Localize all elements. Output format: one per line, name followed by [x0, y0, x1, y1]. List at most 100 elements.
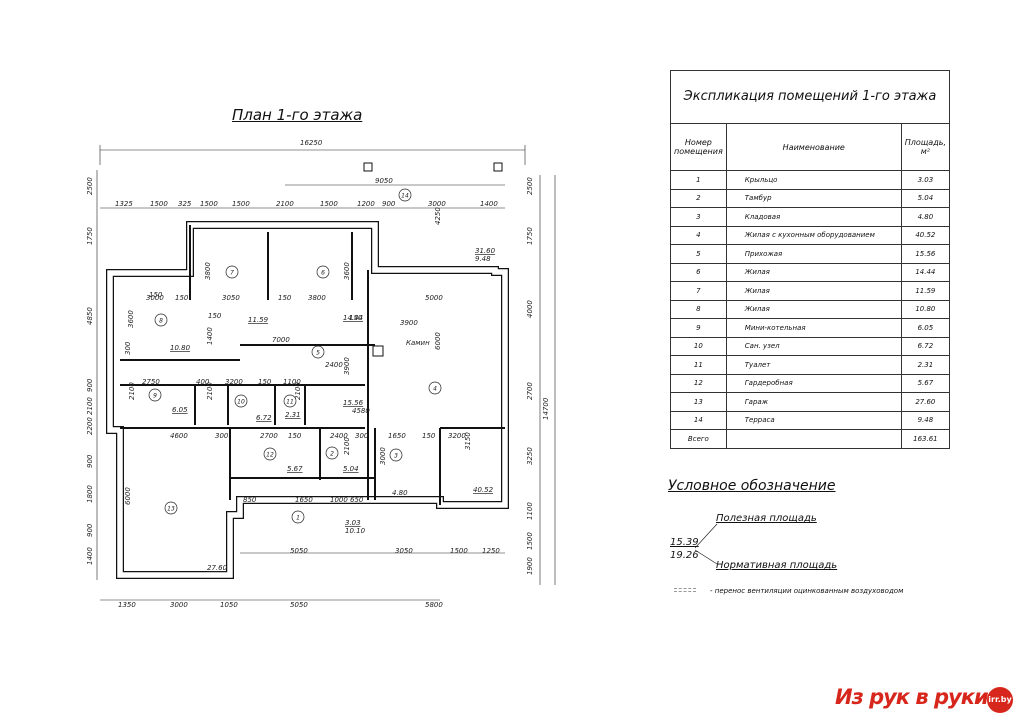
room-number-circle	[311, 345, 325, 359]
explication-name: Крыльцо	[725, 170, 902, 190]
explication-num: 10	[670, 336, 727, 356]
inner-dim: 1000	[330, 496, 348, 504]
explication-name: Гараж	[725, 392, 902, 412]
legend-useful-label: Полезная площадь	[716, 513, 817, 524]
explication-area: 11.59	[900, 281, 951, 301]
inner-dim: 3000	[146, 294, 164, 302]
explication-num: 8	[670, 299, 727, 319]
room-area: 40.52	[473, 486, 494, 494]
room-area: 10.80	[170, 344, 191, 352]
inner-dim: 3150	[464, 432, 472, 450]
inner-dim: 2400	[325, 361, 343, 369]
legend-useful-value: 15.39	[670, 537, 699, 548]
top-dim: 3000	[428, 200, 446, 208]
explication-area: 10.80	[900, 299, 951, 319]
inner-dim: 2100	[206, 382, 214, 400]
room-number: 7	[230, 270, 234, 277]
legend-normative-value: 19.26	[670, 550, 699, 561]
room-area-normative: 10.10	[345, 527, 366, 535]
explication-num: 6	[670, 262, 727, 282]
extra-dim: 4580	[352, 407, 370, 415]
right-dim: 1900	[526, 557, 534, 575]
room-number: 6	[321, 270, 325, 277]
inner-dim: 3900	[400, 319, 418, 327]
room-number-circle	[164, 501, 178, 515]
exterior-wall	[106, 221, 509, 579]
explication-num: 12	[670, 373, 727, 393]
explication-name: Кладовая	[725, 207, 902, 227]
explication-name: Гардеробная	[725, 373, 902, 393]
room-number: 10	[237, 399, 245, 406]
top-dim: 325	[178, 200, 192, 208]
explication-area: 14.44	[900, 262, 951, 282]
room-number: 12	[266, 452, 274, 459]
left-dim: 2500	[86, 177, 94, 195]
room-number-circle	[225, 265, 239, 279]
room-number: 13	[167, 506, 175, 513]
top-dim: 1500	[232, 200, 250, 208]
inner-dim: 2100	[128, 382, 136, 400]
right-dim: 1750	[526, 227, 534, 245]
explication-num: 14	[670, 410, 727, 430]
vent-note: - перенос вентиляции оцинкованным воздух…	[710, 587, 904, 595]
room-number-circle	[389, 448, 403, 462]
vent-symbol	[674, 588, 696, 589]
inner-dim: 300	[215, 432, 229, 440]
room-number: 9	[153, 393, 157, 400]
room-area: 27.60	[207, 564, 228, 572]
explication-area: 9.48	[900, 410, 951, 430]
room-number-circle	[316, 265, 330, 279]
room-number-circle	[148, 388, 162, 402]
explication-area: 6.05	[900, 318, 951, 338]
explication-num: 1	[670, 170, 727, 190]
inner-dim: 1100	[283, 378, 301, 386]
inner-dim: 1650	[295, 496, 313, 504]
top-dim: 1325	[115, 200, 133, 208]
inner-dim: 2750	[142, 378, 160, 386]
inner-dim: 2100	[294, 382, 302, 400]
explication-num: 7	[670, 281, 727, 301]
room-area: 15.56	[343, 399, 364, 407]
top-dim: 1200	[357, 200, 375, 208]
bottom-dim: 5050	[290, 601, 308, 609]
left-dim: 900	[86, 378, 94, 392]
room-area: 3.03	[345, 519, 361, 527]
left-dim: 1750	[86, 227, 94, 245]
inner-dim: 2400	[330, 432, 348, 440]
explication-name: Сан. узел	[725, 336, 902, 356]
col-name-header: Наименование	[725, 123, 902, 171]
room-number: 8	[159, 318, 163, 325]
inner-dim: 3800	[204, 262, 212, 280]
room-area: 6.05	[172, 406, 188, 414]
left-dim: 2200	[86, 417, 94, 435]
room-area: 11.59	[248, 316, 269, 324]
inner-dim: 150	[349, 314, 363, 322]
legend-normative-label: Нормативная площадь	[716, 560, 838, 571]
explication-name: Терраса	[725, 410, 902, 430]
room-area: 2.31	[285, 411, 301, 419]
bottom-dim: 1350	[118, 601, 136, 609]
bottom2-dim: 5050	[290, 547, 308, 555]
fireplace-icon	[372, 345, 384, 357]
explication-area: 15.56	[900, 244, 951, 264]
inner-dim: 4250	[434, 207, 442, 225]
left-dim: 2100	[86, 397, 94, 415]
top-dim: 1500	[200, 200, 218, 208]
room-number-circle	[234, 394, 248, 408]
top-dim: 2100	[276, 200, 294, 208]
total-value: 163.61	[900, 429, 951, 449]
bottom2-dim: 1500	[450, 547, 468, 555]
exterior-wall-fill	[107, 222, 508, 578]
vent-box-icon	[493, 162, 503, 172]
room-area: 5.04	[343, 465, 359, 473]
room-area: 31.60	[475, 247, 496, 255]
